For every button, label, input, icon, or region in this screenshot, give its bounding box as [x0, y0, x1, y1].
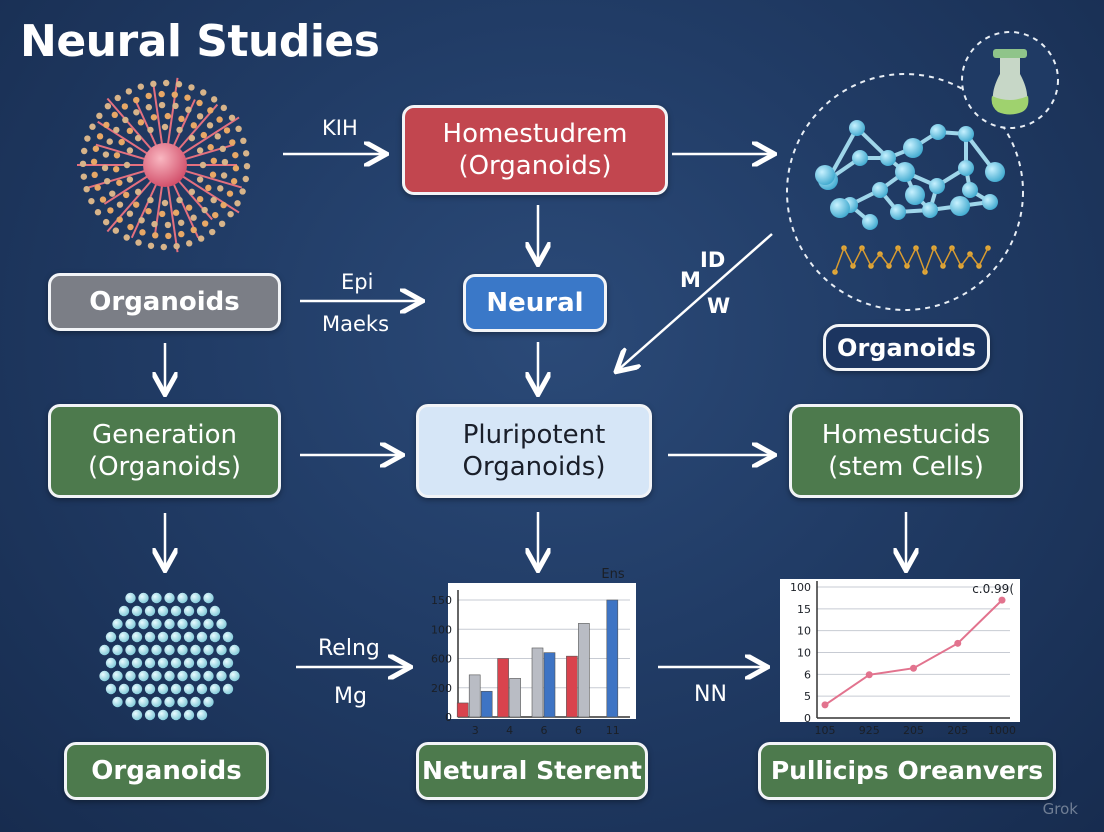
maeks-label: Maeks: [322, 312, 390, 336]
bar-chart-y-tick-label: 100: [431, 623, 452, 636]
bar-chart-x-tick-label: 3: [472, 724, 479, 737]
line-chart-x-tick-label: 105: [815, 724, 836, 737]
bar-chart-bar: [531, 647, 544, 718]
line-chart-y-tick-label: 10: [797, 647, 811, 660]
kih-label: KIH: [322, 116, 358, 140]
bar-chart-x-tick-label: 4: [506, 724, 513, 737]
bar-chart-bar: [509, 678, 521, 718]
id-label: ID: [700, 248, 726, 272]
line-chart-point: [954, 639, 962, 647]
line-chart: 0 5 6 10 10 15 100 105 925 205 205 1000 c.0.99(: [780, 579, 1020, 737]
organoids-gray-box: Organoids: [48, 273, 281, 331]
organoid-sphere-illustration-icon: [99, 592, 240, 721]
bar-chart-bar: [480, 690, 493, 718]
organoids-bottom-box: Organoids: [64, 742, 269, 800]
line-chart-point: [865, 671, 873, 679]
nn-label: NN: [694, 682, 727, 707]
line-chart-y-tick-label: 0: [804, 712, 811, 725]
epi-label: Epi: [341, 270, 374, 294]
neuron-illustration-icon: [77, 77, 251, 253]
generation-box: Generation (Organoids): [48, 404, 281, 498]
bar-chart-bar: [456, 702, 469, 718]
line-chart-point: [821, 701, 829, 709]
pullicips-box: Pullicips Oreanvers: [758, 742, 1056, 800]
watermark: Grok: [1042, 800, 1078, 818]
bar-chart-x-tick-label: 6: [575, 724, 582, 737]
bar-chart-x-tick-label: 6: [541, 724, 548, 737]
flask-icon: [961, 31, 1059, 129]
line-chart-point: [910, 664, 917, 672]
line-chart-y-tick-label: 6: [804, 668, 811, 681]
bar-chart-y-tick-label: 0: [445, 711, 452, 724]
neural-box: Neural: [463, 274, 607, 332]
line-chart-y-tick-label: 10: [797, 625, 811, 638]
bar-chart: 0 200 600 100 150 3 4 6 6 11 Ens: [431, 567, 636, 737]
bar-chart-bar: [566, 655, 578, 718]
bar-chart-y-tick-label: 600: [431, 653, 452, 666]
page-title: Neural Studies: [20, 16, 380, 67]
line-chart-point: [998, 596, 1006, 604]
line-chart-x-tick-label: 205: [903, 724, 924, 737]
bar-chart-bar: [578, 623, 590, 718]
m-label: M: [680, 268, 701, 292]
organoids-circle-label: Organoids: [823, 324, 990, 371]
bar-chart-bar: [606, 599, 619, 718]
bar-chart-title: Ens: [601, 567, 624, 582]
line-chart-annotation: c.0.99(: [972, 582, 1014, 596]
bar-chart-y-tick-label: 150: [431, 594, 452, 607]
line-chart-y-tick-label: 15: [797, 603, 811, 616]
homestucids-box: Homestucids (stem Cells): [789, 404, 1023, 498]
bar-chart-bar: [543, 652, 556, 718]
netural-sterent-box: Netural Sterent: [416, 742, 648, 800]
flow-arrows: [165, 154, 906, 667]
line-chart-x-tick-label: 1000: [988, 724, 1016, 737]
relng-label: Relng: [318, 636, 380, 661]
bar-chart-y-tick-label: 200: [431, 682, 452, 695]
homestudrem-box: Homestudrem (Organoids): [402, 105, 668, 195]
line-chart-y-tick-label: 100: [790, 581, 811, 594]
w-label: W: [707, 294, 731, 318]
mg-label: Mg: [334, 684, 367, 709]
line-chart-x-tick-label: 925: [859, 724, 880, 737]
pluripotent-box: Pluripotent Organoids): [416, 404, 652, 498]
molecule-network-illustration-icon: [786, 73, 1024, 311]
line-chart-x-tick-label: 205: [947, 724, 968, 737]
line-chart-y-tick-label: 5: [804, 690, 811, 703]
bar-chart-bar: [497, 658, 509, 718]
bar-chart-x-tick-label: 11: [606, 724, 620, 737]
bar-chart-bar: [468, 674, 481, 718]
